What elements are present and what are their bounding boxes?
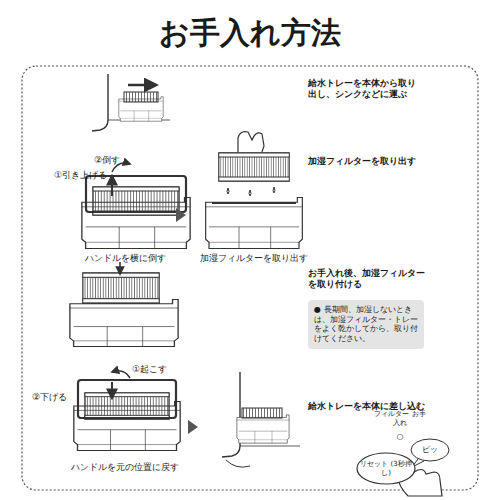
- step-label: ①引き上げる: [54, 170, 114, 181]
- node-text: ● 長期間、加湿しないときは、加湿フィルター・トレーをよく乾かしてから、取り付け…: [314, 305, 418, 343]
- node-text: リセット (3秒押し): [356, 460, 416, 477]
- caption: ハンドルを元の位置に戻す: [60, 462, 190, 473]
- beep-bubble: ピッ: [410, 438, 450, 462]
- step3-figure: [70, 262, 178, 347]
- next-arrow: [188, 420, 198, 434]
- step1-figure: [92, 74, 170, 131]
- step4-left-figure: [74, 371, 180, 451]
- caption: ハンドルを横に倒す: [70, 253, 180, 264]
- page-title: お手入れ方法: [0, 14, 500, 52]
- reset-button: リセット (3秒押し): [356, 452, 416, 485]
- step-text: 給水トレーを本体から取り出し、シンクなどに運ぶ: [308, 78, 420, 101]
- node-text: ピッ: [410, 445, 450, 455]
- step2-right-figure: [206, 132, 303, 249]
- step-label: ②倒す: [94, 155, 144, 166]
- step-text: お手入れ後、加湿フィルターを取り付ける: [308, 268, 428, 291]
- note-box: ● 長期間、加湿しないときは、加湿フィルター・トレーをよく乾かしてから、取り付け…: [308, 300, 424, 349]
- step-text: 加湿フィルターを取り出す: [308, 156, 438, 167]
- step-label: ②下げる: [32, 392, 78, 403]
- indicator-lamp: ○: [390, 432, 410, 442]
- step-label: ①起こす: [132, 364, 182, 375]
- dashed-frame: [22, 66, 478, 490]
- caption: 加湿フィルターを取り出す: [190, 253, 318, 264]
- next-arrow: [176, 208, 186, 222]
- indicator-label: フィルター お手入れ: [372, 410, 428, 428]
- step4-right-figure: [222, 372, 300, 467]
